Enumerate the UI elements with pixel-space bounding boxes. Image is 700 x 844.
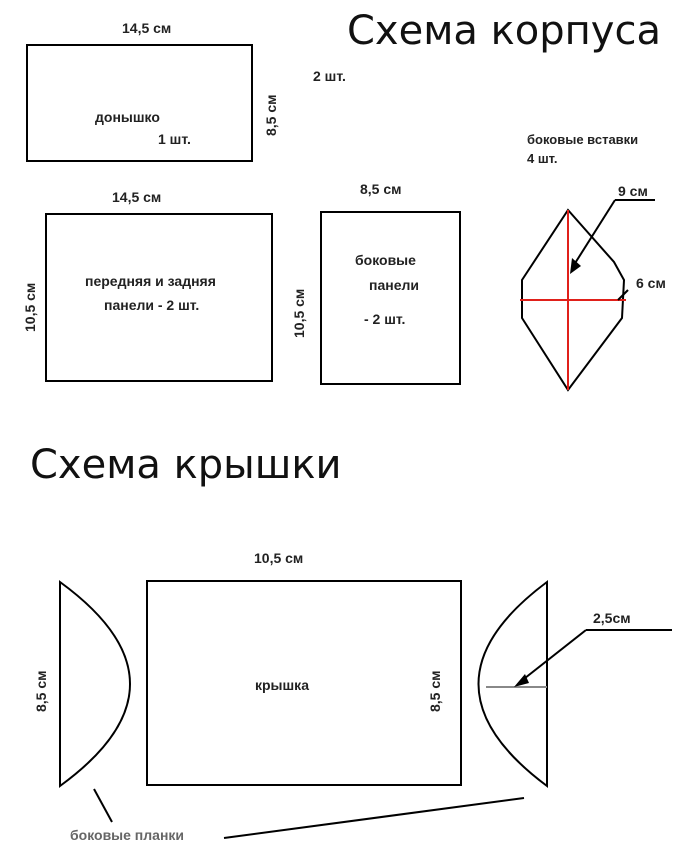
strips-left-pointer	[93, 788, 113, 823]
lid-width-label: 10,5 см	[254, 550, 303, 566]
left-side-strip	[59, 580, 131, 788]
height-pointer-arrow	[570, 258, 581, 274]
side-insert-shape	[521, 208, 626, 392]
strip-depth-arrow	[514, 674, 529, 687]
strip-depth-pointer	[519, 629, 587, 683]
lid-name: крышка	[255, 677, 309, 693]
bottom-side-count: 2 шт.	[313, 68, 346, 84]
bottom-panel	[26, 44, 253, 162]
side-insert-height-label: 9 см	[618, 183, 648, 199]
side-panels-name2: панели	[369, 277, 419, 293]
side-panels-height-label: 10,5 см	[291, 289, 307, 338]
front-back-name: передняя и задняя	[85, 273, 216, 289]
side-panels-rect	[320, 211, 461, 385]
height-pointer-line	[571, 199, 616, 269]
front-back-width-label: 14,5 см	[112, 189, 161, 205]
strip-depth-label: 2,5см	[593, 610, 631, 626]
lid-height-label: 8,5 см	[427, 671, 443, 713]
bottom-width-label: 14,5 см	[122, 20, 171, 36]
front-back-panel	[45, 213, 273, 382]
bottom-name: донышко	[95, 109, 160, 125]
strips-right-pointer	[223, 797, 525, 839]
side-panels-count: - 2 шт.	[364, 311, 405, 327]
side-insert-width-label: 6 см	[636, 275, 666, 291]
side-panels-name: боковые	[355, 252, 416, 268]
bottom-height-label: 8,5 см	[263, 95, 279, 137]
left-strip-height-label: 8,5 см	[33, 671, 49, 713]
body-scheme-title: Схема корпуса	[347, 8, 661, 54]
side-panels-width-label: 8,5 см	[360, 181, 402, 197]
side-strips-label: боковые планки	[70, 827, 184, 843]
lid-rect	[146, 580, 462, 786]
front-back-name2: панели - 2 шт.	[104, 297, 199, 313]
front-back-height-label: 10,5 см	[22, 283, 38, 332]
lid-scheme-title: Схема крышки	[30, 442, 342, 488]
width-pointer-line	[617, 289, 629, 301]
side-inserts-name: боковые вставки	[527, 132, 638, 147]
bottom-count: 1 шт.	[158, 131, 191, 147]
side-inserts-count: 4 шт.	[527, 151, 558, 166]
right-side-strip	[477, 580, 548, 788]
